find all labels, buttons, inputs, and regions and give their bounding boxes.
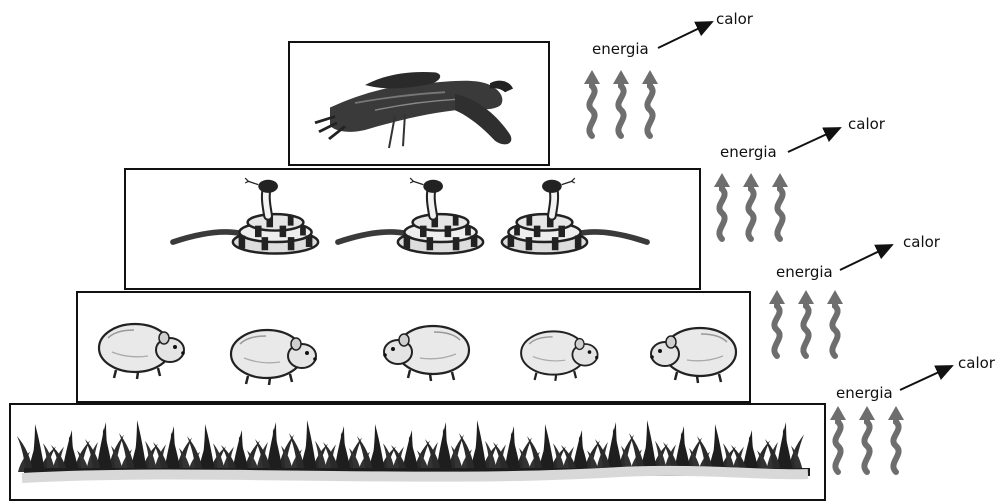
heat-label: calor (958, 354, 996, 372)
level-top-hawk (289, 42, 549, 165)
level-mice (77, 292, 750, 402)
heat-label: calor (903, 233, 941, 251)
heat-label: calor (848, 115, 886, 133)
energy-output-snakes: energia calor (714, 115, 886, 239)
level-grass (10, 404, 825, 500)
arrow-icon (900, 366, 952, 390)
arrow-icon (658, 22, 712, 48)
energy-output-hawk: energia calor (584, 10, 754, 136)
heat-wave-icon (830, 406, 904, 472)
energy-label: energia (836, 384, 893, 402)
energy-label: energia (720, 143, 777, 161)
heat-label: calor (716, 10, 754, 28)
arrow-icon (788, 128, 840, 152)
heat-wave-icon (584, 70, 658, 136)
level-snakes (125, 169, 700, 289)
energy-label: energia (776, 263, 833, 281)
heat-wave-icon (769, 290, 843, 356)
heat-wave-icon (714, 173, 788, 239)
energy-label: energia (592, 40, 649, 58)
energy-output-grass: energia calor (830, 354, 996, 472)
arrow-icon (840, 245, 892, 270)
energy-output-mice: energia calor (769, 233, 941, 356)
